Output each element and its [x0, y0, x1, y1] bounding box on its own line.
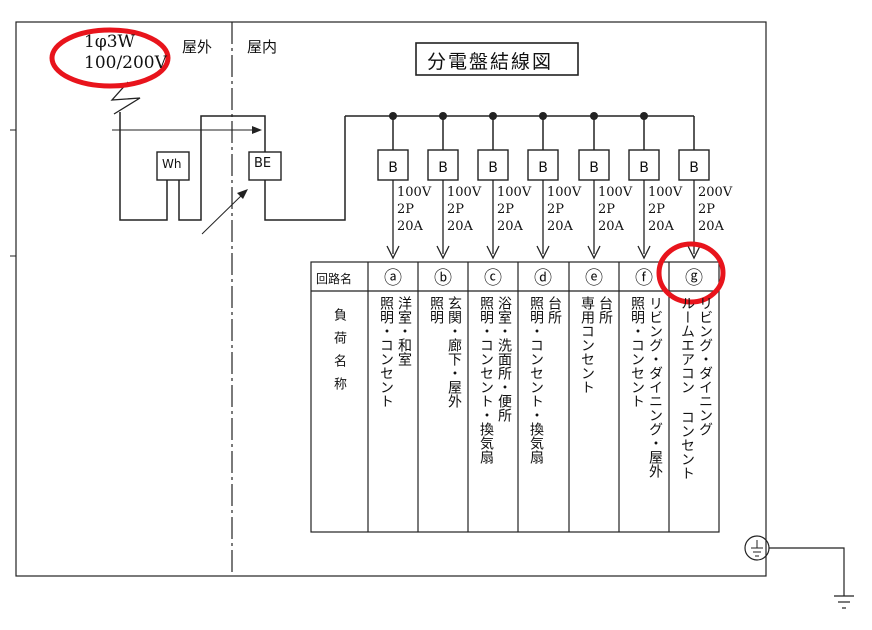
- load-name-c-line2: 照明・コンセント・換気扇: [478, 296, 494, 464]
- circuit-name-header: 回路名: [316, 272, 353, 286]
- load-name-d-line2: 照明・コンセント・換気扇: [528, 296, 544, 464]
- spec-poles: 2P: [547, 202, 565, 217]
- branch-breaker-label-a: B: [388, 160, 398, 176]
- circuit-mark-e: ⓔ: [585, 268, 603, 289]
- arrow-down-icon: [386, 245, 400, 260]
- spec-amps: 20A: [598, 219, 624, 234]
- earth-wire: [769, 547, 845, 596]
- meter-label: Wh: [162, 157, 182, 171]
- highlight-circuit-g-ellipse: [656, 241, 726, 305]
- arrow-down-icon: [436, 245, 450, 260]
- spec-voltage: 200V: [698, 185, 733, 200]
- load-name-c-line1: 浴室・洗面所・便所: [496, 296, 512, 422]
- spec-poles: 2P: [397, 202, 415, 217]
- arrow-down-icon: [587, 245, 601, 260]
- spec-poles: 2P: [698, 202, 716, 217]
- load-name-g-line2: ルームエアコン コンセント: [679, 296, 695, 480]
- spec-voltage: 100V: [497, 185, 532, 200]
- branch-spec-f: 100V 2P 20A: [648, 184, 682, 235]
- branch-breaker-label-e: B: [589, 160, 599, 176]
- branch-spec-e: 100V 2P 20A: [598, 184, 632, 235]
- arrow-down-icon: [687, 245, 701, 260]
- spec-voltage: 100V: [648, 185, 683, 200]
- supply-phase: 1φ3W: [84, 32, 136, 52]
- circuit-mark-a: ⓐ: [384, 268, 402, 289]
- branch-breaker-label-f: B: [639, 160, 649, 176]
- load-name-f-line1: リビング・ダイニング・屋外: [647, 296, 663, 478]
- branch-breaker-label-b: B: [438, 160, 448, 176]
- branch-spec-a: 100V 2P 20A: [397, 184, 431, 235]
- meter-box: [156, 151, 190, 181]
- branch-breaker-box-g: [678, 149, 710, 181]
- arrow-down-icon: [536, 245, 550, 260]
- service-drop-icon: [110, 81, 141, 115]
- title-box: [415, 42, 579, 76]
- spec-amps: 20A: [447, 219, 473, 234]
- branch-breaker-box-c: [477, 149, 509, 181]
- spec-poles: 2P: [598, 202, 616, 217]
- load-name-f-line2: 照明・コンセント: [629, 296, 645, 408]
- spec-amps: 20A: [547, 219, 573, 234]
- load-name-d-line1: 台所: [546, 296, 562, 324]
- load-name-a-line1: 洋室・和室: [396, 296, 412, 366]
- supply-voltage: 100/200V: [84, 53, 167, 73]
- load-name-e-line1: 台所: [597, 296, 613, 324]
- spec-voltage: 100V: [397, 185, 432, 200]
- spec-amps: 20A: [698, 219, 724, 234]
- spec-poles: 2P: [648, 202, 666, 217]
- load-name-b-line2: 照明: [428, 296, 444, 324]
- diagram-frame: [15, 21, 767, 577]
- page-title: 分電盤結線図: [427, 51, 554, 73]
- zone-outdoor: 屋外: [182, 38, 213, 56]
- load-name-e-line2: 専用コンセント: [579, 296, 595, 394]
- zone-indoor: 屋内: [247, 38, 278, 56]
- spec-poles: 2P: [447, 202, 465, 217]
- load-table: [310, 261, 720, 533]
- load-name-g-line1: リビング・ダイニング: [697, 296, 713, 436]
- spec-amps: 20A: [648, 219, 674, 234]
- branch-breaker-label-c: B: [488, 160, 498, 176]
- spec-voltage: 100V: [447, 185, 482, 200]
- branch-breaker-box-e: [578, 149, 610, 181]
- spec-poles: 2P: [497, 202, 515, 217]
- spec-voltage: 100V: [547, 185, 582, 200]
- branch-spec-d: 100V 2P 20A: [547, 184, 581, 235]
- spec-amps: 20A: [397, 219, 423, 234]
- load-name-a-line2: 照明・コンセント: [378, 296, 394, 408]
- circuit-mark-c: ⓒ: [484, 268, 502, 289]
- main-breaker-box: [248, 151, 282, 181]
- main-breaker-label: BE: [254, 156, 272, 171]
- spec-voltage: 100V: [598, 185, 633, 200]
- branch-breaker-box-f: [628, 149, 660, 181]
- highlight-supply-ellipse: [49, 27, 171, 89]
- branch-breaker-label-d: B: [538, 160, 548, 176]
- arrow-down-icon: [486, 245, 500, 260]
- circuit-mark-g: ⓖ: [685, 268, 703, 289]
- load-name-header: 負荷名称: [331, 308, 346, 400]
- branch-spec-b: 100V 2P 20A: [447, 184, 481, 235]
- circuit-mark-b: ⓑ: [434, 268, 452, 289]
- arrow-down-icon: [637, 245, 651, 260]
- spec-amps: 20A: [497, 219, 523, 234]
- load-name-b-line1: 玄関・廊下・屋外: [446, 296, 462, 408]
- circuit-mark-d: ⓓ: [534, 268, 552, 289]
- branch-spec-c: 100V 2P 20A: [497, 184, 531, 235]
- circuit-mark-f: ⓕ: [635, 268, 653, 289]
- branch-spec-g: 200V 2P 20A: [698, 184, 732, 235]
- branch-breaker-label-g: B: [689, 160, 699, 176]
